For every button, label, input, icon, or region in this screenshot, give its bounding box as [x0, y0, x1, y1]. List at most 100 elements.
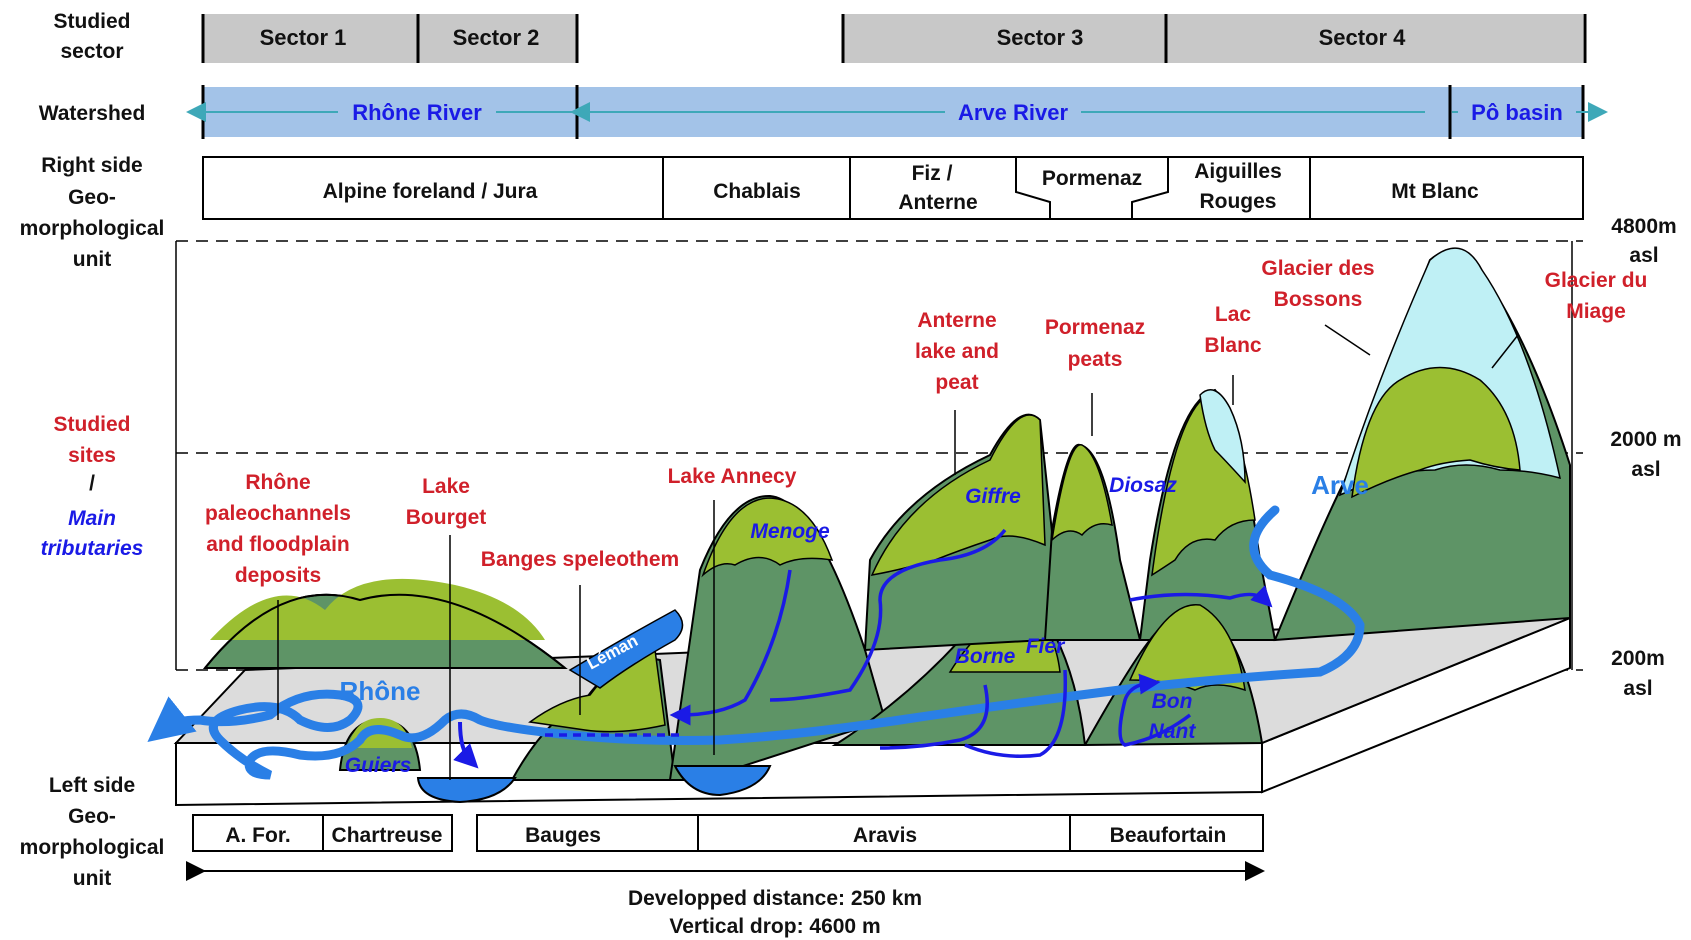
river-fier-label: Fier	[1026, 635, 1066, 658]
row-label-text: Left side	[49, 774, 135, 797]
row-label-text: Studied	[54, 413, 131, 436]
altitude-2000-line1: 2000 m	[1610, 428, 1681, 451]
unit-anterne-line2: Anterne	[898, 191, 977, 214]
altitude-4800-line2: asl	[1629, 244, 1658, 267]
river-diosaz-label: Diosaz	[1109, 474, 1177, 497]
sector-1-2-background	[203, 14, 577, 63]
row-label-text: sector	[60, 40, 123, 63]
site-rhone-paleo-l3: and floodplain	[206, 533, 349, 556]
menoge-river	[669, 569, 792, 726]
site-bossons-l1: Glacier des	[1261, 257, 1374, 280]
unit-bauges: Bauges	[525, 824, 601, 847]
row-label-text: tributaries	[41, 537, 144, 560]
unit-chablais: Chablais	[713, 180, 801, 203]
unit-fiz-line1: Fiz /	[912, 162, 953, 185]
river-arve-label: Arve	[1311, 470, 1369, 500]
altitude-200-line2: asl	[1623, 677, 1652, 700]
site-miage-l1: Glacier du	[1545, 269, 1648, 292]
row-label-text: Main	[68, 507, 116, 530]
borne-river	[879, 684, 989, 750]
river-nant-label: Nant	[1149, 720, 1197, 743]
row-label-studied-sites: Studied sites / Main tributaries	[41, 413, 144, 560]
lakes	[416, 609, 772, 804]
arve-rhone-main-river	[147, 505, 1365, 780]
site-bossons-l2: Bossons	[1274, 288, 1363, 311]
footer: Developped distance: 250 km Vertical dro…	[186, 861, 1265, 938]
site-pormenaz-l2: peats	[1068, 348, 1123, 371]
river-borne-label: Borne	[955, 645, 1016, 668]
mont-blanc-massif	[1273, 247, 1571, 642]
row-label-left-side: Left side Geo- morphological unit	[20, 774, 165, 890]
row-label-text: sites	[68, 444, 116, 467]
row-label-studied-sector: Studied sector	[54, 10, 131, 63]
site-miage-l2: Miage	[1566, 300, 1626, 323]
row-label-right-side: Right side Geo- morphological unit	[20, 154, 165, 271]
row-label-text: morphological	[20, 217, 165, 240]
unit-a-for: A. For.	[225, 824, 290, 847]
site-lac-blanc-l1: Lac	[1215, 303, 1252, 326]
site-anterne-l1: Anterne	[917, 309, 996, 332]
row-label-text: Right side	[41, 154, 143, 177]
river-giffre-label: Giffre	[965, 485, 1021, 508]
watershed-po-label: Pô basin	[1471, 100, 1563, 125]
unit-pormenaz: Pormenaz	[1042, 167, 1142, 190]
unit-beaufortain: Beaufortain	[1110, 824, 1227, 847]
watershed-rhone-label: Rhône River	[352, 100, 482, 125]
watershed-arve-label: Arve River	[958, 100, 1069, 125]
unit-aravis: Aravis	[853, 824, 917, 847]
giffre-river	[769, 528, 1007, 702]
river-menoge-label: Menoge	[750, 520, 830, 543]
row-label-text: unit	[73, 867, 111, 890]
sector-4-label: Sector 4	[1319, 25, 1407, 50]
row-label-text: /	[89, 472, 95, 495]
river-rhone-label: Rhône	[340, 676, 421, 706]
watershed-bar: Rhône River Arve River Pô basin	[186, 85, 1608, 139]
row-label-text: Geo-	[68, 186, 116, 209]
site-rhone-paleo-l1: Rhône	[245, 471, 310, 494]
site-anterne-l2: lake and	[915, 340, 999, 363]
unit-chartreuse: Chartreuse	[332, 824, 443, 847]
bourget-inflow	[453, 721, 479, 769]
sector-3-4-background	[843, 14, 1583, 63]
site-rhone-paleo-l4: deposits	[235, 564, 321, 587]
altitude-200-line1: 200m	[1611, 647, 1665, 670]
site-lac-blanc-l2: Blanc	[1204, 334, 1262, 357]
lake-bourget	[416, 777, 517, 804]
row-label-text: unit	[73, 248, 111, 271]
lake-leman	[568, 609, 684, 689]
unit-aiguilles-line1: Aiguilles	[1194, 160, 1282, 183]
vertical-drop: Vertical drop: 4600 m	[669, 915, 880, 938]
site-banges: Banges speleothem	[481, 548, 679, 571]
site-anterne-l3: peat	[935, 371, 978, 394]
right-units-bar: Alpine foreland / Jura Chablais Fiz / An…	[202, 156, 1584, 220]
pormenaz-massif	[1043, 443, 1142, 641]
altitude-2000-line2: asl	[1631, 458, 1660, 481]
left-units-bar: A. For. Chartreuse Bauges Aravis Beaufor…	[192, 814, 1264, 852]
row-label-text: morphological	[20, 836, 165, 859]
developed-distance: Developped distance: 250 km	[628, 887, 922, 910]
diosaz-river	[1129, 585, 1273, 608]
row-label-text: Geo-	[68, 805, 116, 828]
site-bourget-l1: Lake	[422, 475, 470, 498]
sector-bar: Sector 1 Sector 2 Sector 3 Sector 4	[201, 14, 1587, 63]
site-annecy: Lake Annecy	[668, 465, 797, 488]
site-rhone-paleo-l2: paleochannels	[205, 502, 351, 525]
river-guiers-label: Guiers	[345, 754, 412, 777]
unit-alpine-foreland: Alpine foreland / Jura	[323, 180, 538, 203]
site-pormenaz-l1: Pormenaz	[1045, 316, 1145, 339]
unit-rouges-line2: Rouges	[1199, 190, 1276, 213]
unit-mt-blanc: Mt Blanc	[1391, 180, 1479, 203]
bon-nant-river	[1118, 673, 1192, 747]
rivers	[147, 505, 1365, 780]
site-labels: Rhône paleochannels and floodplain depos…	[205, 257, 1647, 780]
bauges-massif	[510, 649, 677, 781]
anterne-massif	[863, 413, 1057, 652]
sector-3-label: Sector 3	[997, 25, 1084, 50]
sector-2-label: Sector 2	[453, 25, 540, 50]
row-label-watershed: Watershed	[39, 102, 146, 125]
altitude-4800-line1: 4800m	[1611, 215, 1676, 238]
lake-annecy	[673, 765, 772, 797]
site-bourget-l2: Bourget	[406, 506, 487, 529]
lac-blanc-massif	[1138, 388, 1277, 641]
